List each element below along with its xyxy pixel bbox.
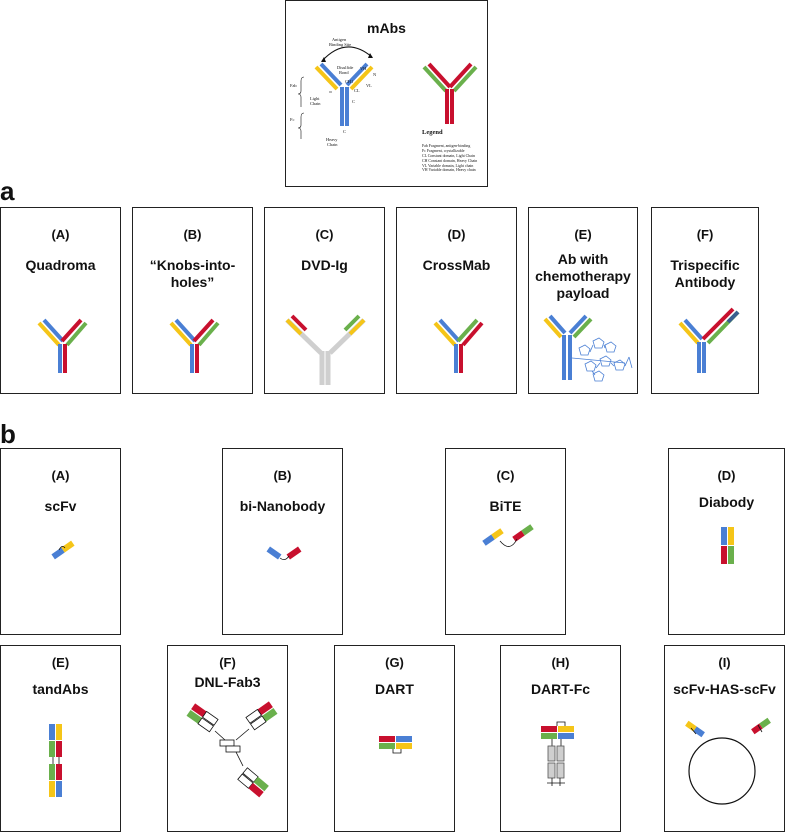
panel-tag: (C) [315, 227, 334, 242]
legend-list: Fab Fragment, antigen-binding Fc Fragmen… [422, 144, 488, 173]
panel-name: DART-Fc [530, 681, 591, 697]
panel-name: Diabody [698, 494, 755, 510]
label-binding-site: Binding Site [329, 42, 351, 47]
panel-a-E-ab-chemotherapy: (E) Ab with chemotherapy payload [528, 207, 638, 394]
panel-b-H-dart-fc: (H) DART-Fc [500, 645, 621, 832]
label-bond: Bond [339, 70, 349, 75]
panel-name: scFv-HAS-scFv [673, 681, 776, 697]
legend-item: VL Variable domain, Light chain [422, 163, 474, 168]
legend-item: VH Variable domain, Heavy chain [422, 168, 476, 173]
label-chain-light: Chain [310, 101, 321, 106]
panel-tag: (D) [447, 227, 466, 242]
panel-tag: (H) [551, 655, 570, 670]
label-chain-heavy: Chain [327, 142, 338, 147]
label-light: Light [310, 96, 320, 101]
label-cl: CL [354, 88, 360, 93]
panel-tag: (D) [717, 468, 736, 483]
section-a-letter: a [0, 176, 15, 206]
panel-b-E-tandabs: (E) tandAbs [0, 645, 121, 832]
panel-name: bi-Nanobody [239, 498, 326, 514]
panel-name: DNL-Fab3 [194, 674, 261, 690]
panel-name: DVD-Ig [301, 257, 348, 273]
label-fc: Fc [290, 117, 294, 122]
panel-name: BiTE [489, 498, 522, 514]
mabs-diagram: Antigen Binding Site Disulfide Bond Fab … [290, 37, 478, 147]
panel-b-A-scfv: (A) scFv [0, 448, 121, 635]
dnl-fab3-icon [186, 701, 278, 798]
panel-tag: (F) [696, 227, 714, 242]
panel-name: “Knobs-into-holes” [149, 257, 236, 290]
label-heavy: Heavy [326, 137, 338, 142]
labelled-antibody [297, 46, 374, 139]
crossmab-icon [433, 318, 484, 373]
knobs-into-holes-icon [169, 318, 220, 373]
label-fab: Fab [290, 83, 297, 88]
panel-a-F-trispecific: (F) Trispecific Antibody [651, 207, 759, 394]
panel-name: Quadroma [25, 257, 96, 273]
panel-tag: (A) [51, 227, 70, 242]
chemotherapy-payload-icon [571, 337, 633, 382]
panel-name: scFv [44, 498, 77, 514]
panel-a-C-dvd-ig: (C) DVD-Ig [264, 207, 385, 394]
legend-item: CH Constant domain, Heavy Chain [422, 158, 478, 163]
panel-b-B-bi-nanobody: (B) bi-Nanobody [222, 448, 343, 635]
label-n: N [373, 72, 377, 77]
panel-name: Trispecific Antibody [670, 257, 740, 290]
panel-b-G-dart: (G) DART [334, 645, 455, 832]
mabs-panel: mAbs Antigen Binding Site Disulfide Bond… [285, 0, 488, 187]
scfv-icon [51, 540, 75, 560]
panel-tag: (E) [51, 655, 70, 670]
tandabs-icon [49, 724, 62, 797]
quadroma-icon [37, 318, 88, 373]
panel-b-F-dnl-fab3: (F) DNL-Fab3 [167, 645, 288, 832]
panel-tag: (I) [718, 655, 731, 670]
section-b-letter: b [0, 419, 16, 449]
panel-tag: (E) [574, 227, 592, 242]
colored-antibody [422, 62, 478, 124]
mabs-title: mAbs [367, 20, 406, 36]
panel-b-C-bite: (C) BiTE [445, 448, 566, 635]
legend-item: Fc Fragment, crystallizable [422, 148, 465, 153]
panel-tag: (A) [51, 468, 70, 483]
panel-name: DART [375, 681, 414, 697]
diabody-icon [721, 527, 734, 564]
trispecific-icon [678, 307, 740, 373]
label-c2: C [343, 129, 346, 134]
bi-nanobody-icon [266, 546, 302, 560]
ab-chemotherapy-icon [543, 314, 633, 382]
panel-a-A-quadroma: (A) Quadroma [0, 207, 121, 394]
label-antigen: Antigen [332, 37, 347, 42]
panel-b-I-scfv-has-scfv: (I) scFv-HAS-scFv [664, 645, 785, 832]
label-c1: C [352, 99, 355, 104]
label-disulfide: Disulfide [337, 65, 353, 70]
dart-fc-icon [541, 721, 574, 786]
scfv-has-scfv-icon [685, 717, 771, 805]
legend-title: Legend [422, 129, 443, 136]
legend-item: Fab Fragment, antigen-binding [422, 144, 471, 148]
legend-item: CL Constant domain, Light Chain [422, 153, 475, 158]
dart-icon [379, 736, 412, 754]
label-vl: VL [366, 83, 372, 88]
panel-name: Ab with chemotherapy payload [535, 251, 631, 301]
dvd-ig-icon [285, 314, 366, 385]
bite-icon [482, 524, 534, 547]
label-vh: VH [360, 66, 367, 71]
panel-tag: (F) [219, 655, 236, 670]
panel-b-D-diabody: (D) Diabody [668, 448, 785, 635]
panel-a-D-crossmab: (D) CrossMab [396, 207, 517, 394]
panel-tag: (C) [496, 468, 515, 483]
panel-tag: (B) [273, 468, 292, 483]
panel-name: tandAbs [32, 681, 89, 697]
panel-name: CrossMab [422, 257, 491, 273]
panel-tag: (G) [385, 655, 404, 670]
panel-a-B-knobs-into-holes: (B) “Knobs-into-holes” [132, 207, 253, 394]
label-ch1: CH1 [345, 79, 353, 84]
panel-tag: (B) [183, 227, 202, 242]
